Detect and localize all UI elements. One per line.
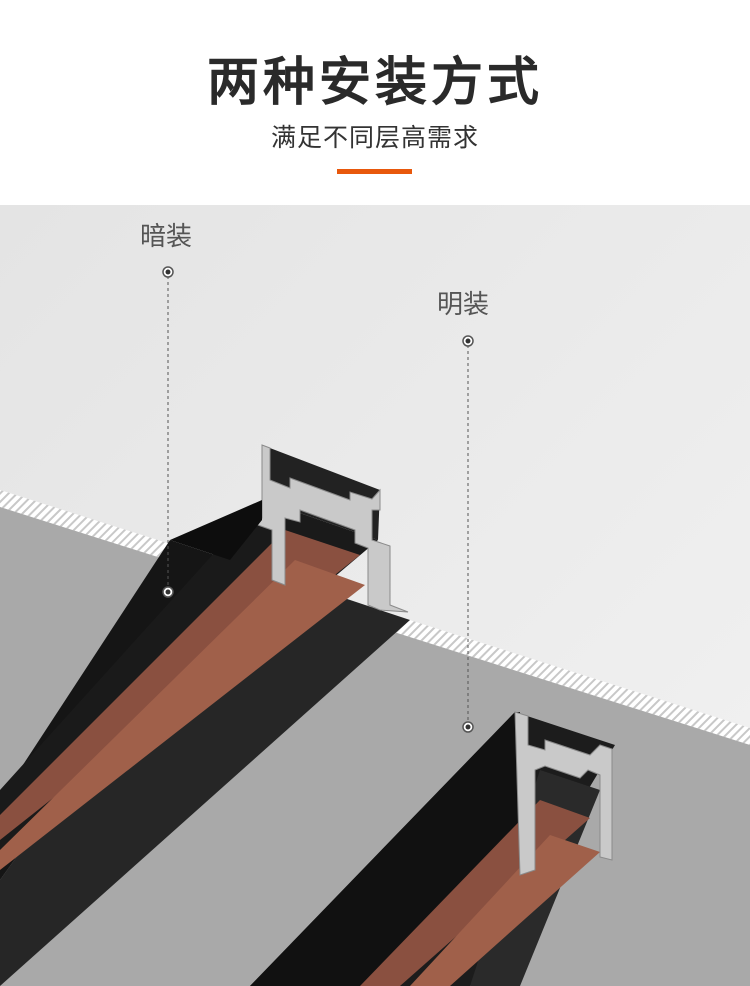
recessed-callout (162, 266, 174, 598)
recessed-label: 暗装 (140, 222, 193, 252)
page-subtitle: 满足不同层高需求 (270, 123, 479, 152)
installation-illustration (0, 205, 750, 986)
accent-divider (337, 169, 412, 174)
surface-rail (250, 711, 615, 986)
recessed-rail (0, 444, 410, 986)
page-title: 两种安装方式 (206, 53, 543, 113)
surface-label: 明装 (437, 290, 490, 320)
surface-callout (462, 335, 474, 733)
